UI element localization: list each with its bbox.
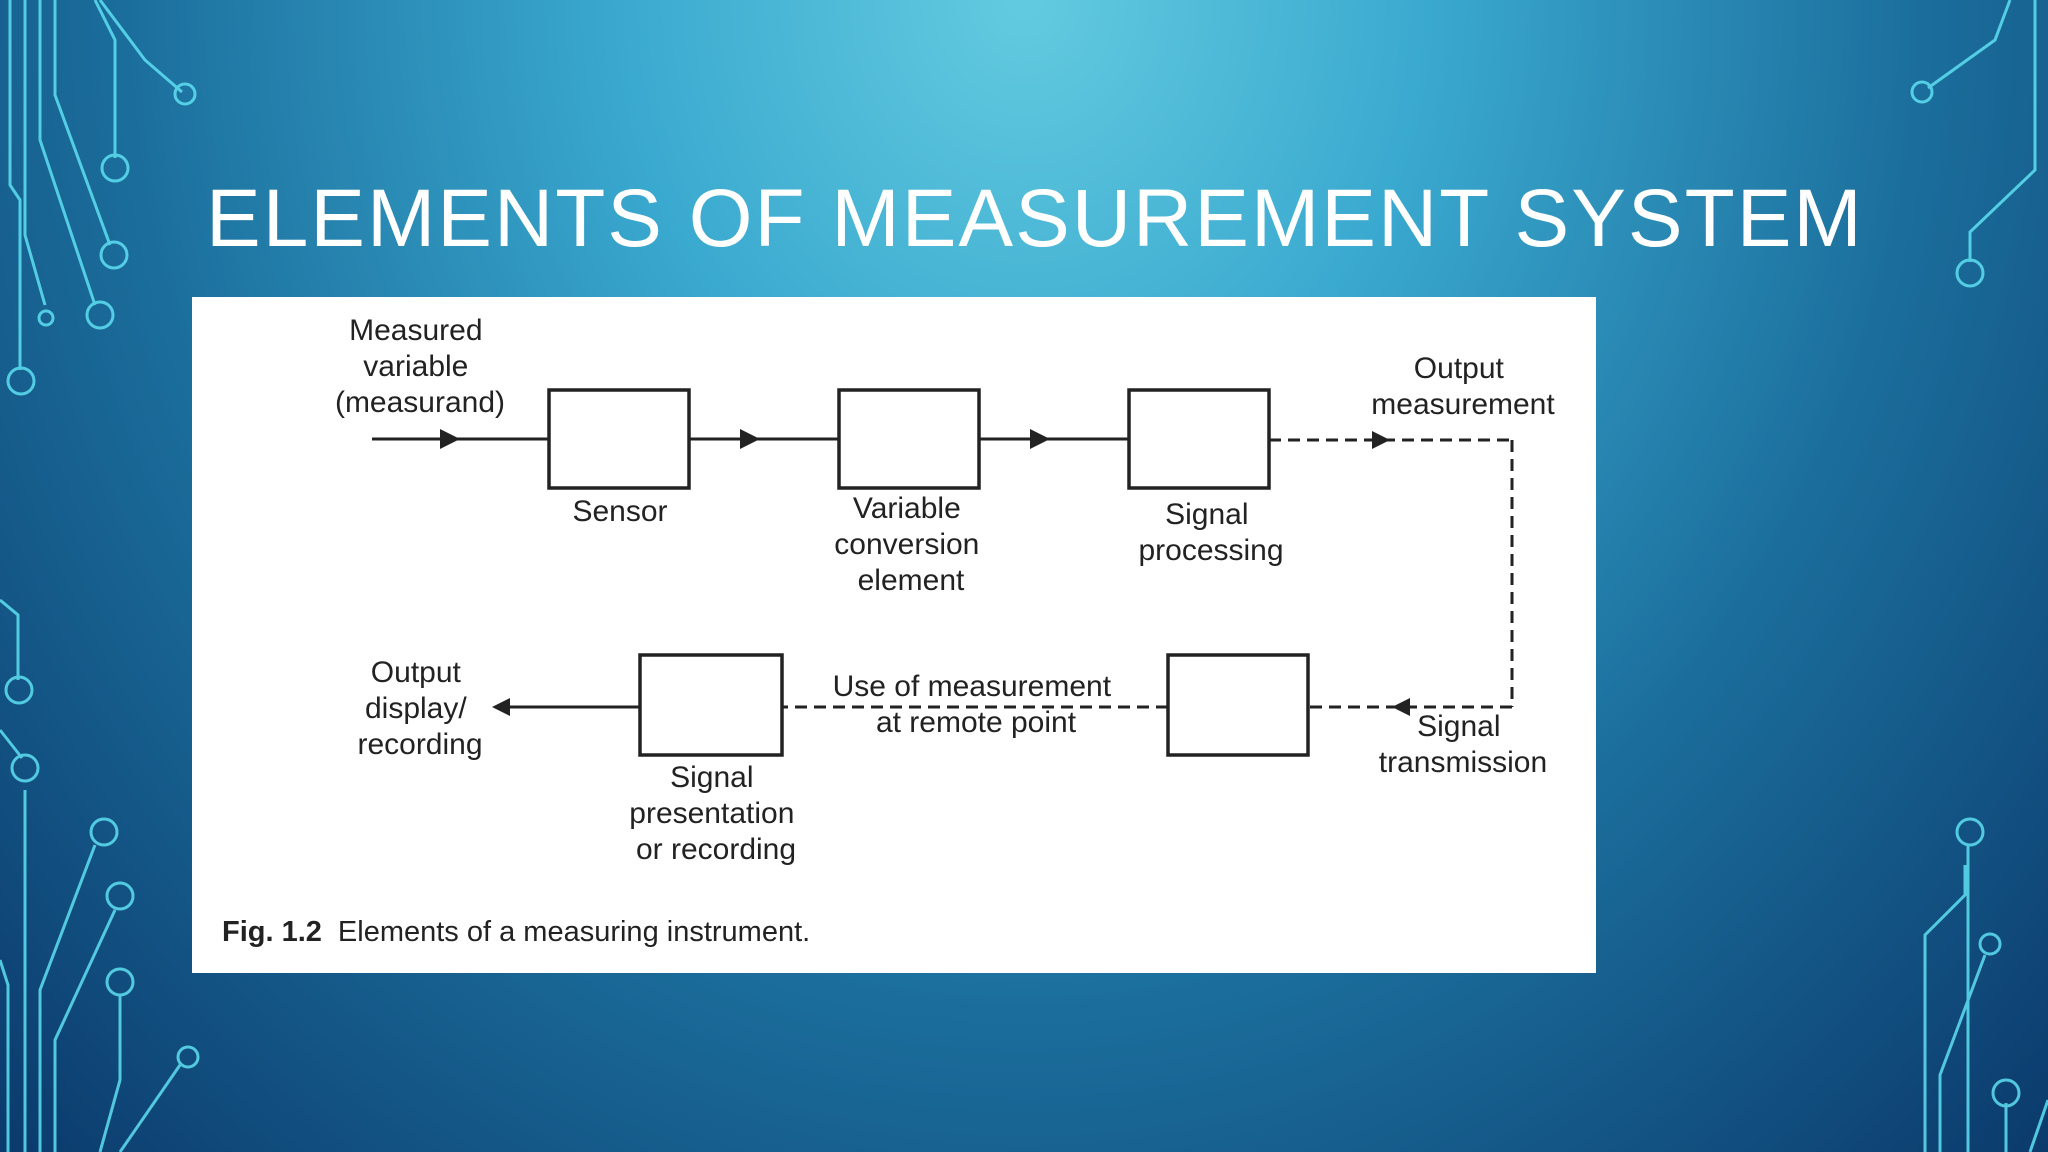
figure-panel: Measured variable (measurand) Sensor Var… [192,297,1596,973]
processing-box [1127,388,1271,490]
presentation-label: Signal presentation or recording [629,761,802,866]
output-display-label: Output display/ recording [357,656,482,761]
transmission-arrowhead [1392,698,1410,716]
figure-caption: Fig. 1.2 Elements of a measuring instrume… [222,916,810,948]
caption-number: Fig. 1.2 [222,916,322,948]
processing-label: Signal processing [1138,498,1283,567]
output-display-arrowhead [492,698,510,716]
slide-title: ELEMENTS OF MEASUREMENT SYSTEM [206,173,1864,264]
output-measurement-arrowhead [1372,431,1390,449]
sensor-to-conversion-arrowhead [740,429,760,449]
conversion-label: Variable conversion element [834,492,987,597]
caption-text: Elements of a measuring instrument. [338,916,810,948]
transmission-label: Signal transmission [1379,710,1547,779]
transmission-box [1166,653,1310,757]
conversion-box [837,388,981,490]
block-diagram: Measured variable (measurand) Sensor Var… [222,314,1555,948]
input-label: Measured variable (measurand) [335,314,505,419]
sensor-label: Sensor [572,495,667,528]
conversion-to-processing-arrowhead [1030,429,1050,449]
input-arrowhead [440,429,460,449]
output-measurement-label: Output measurement [1371,352,1555,421]
presentation-box [638,653,784,757]
sensor-box [547,388,691,490]
remote-use-label: Use of measurement at remote point [833,670,1120,739]
